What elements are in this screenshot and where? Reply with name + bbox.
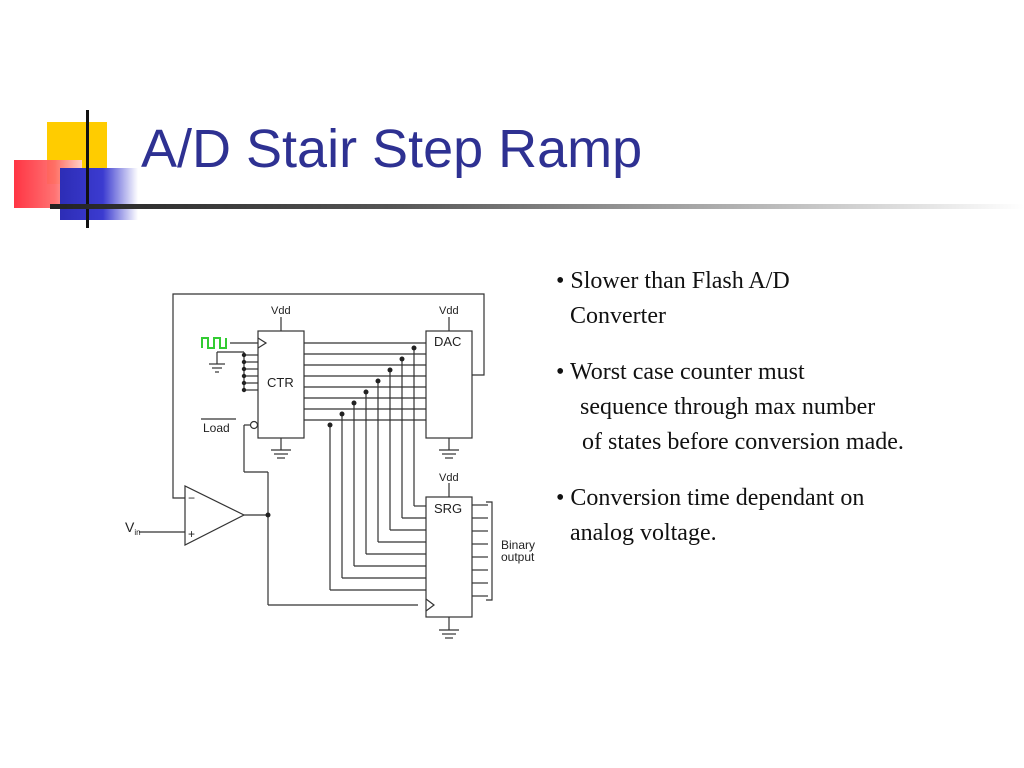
dac-block — [425, 330, 473, 439]
dac-label: DAC — [434, 334, 461, 349]
bullet-2-line-2: sequence through max number — [580, 394, 876, 420]
title-underline — [50, 204, 1024, 209]
load-label: Load — [203, 421, 230, 435]
vin-label: Vin — [125, 519, 141, 537]
comparator — [184, 485, 246, 546]
bullet-2-line-1: • Worst case counter must — [556, 359, 805, 385]
bullet-1: • Slower than Flash A/D Converter — [556, 264, 996, 334]
vdd-ctr-label: Vdd — [271, 305, 291, 317]
clock-waveform — [201, 337, 227, 349]
bullet-list: • Slower than Flash A/D Converter • Wors… — [556, 264, 996, 572]
bullet-1-line-2: Converter — [570, 303, 666, 329]
vdd-srg-label: Vdd — [439, 472, 459, 484]
bullet-3-line-2: analog voltage. — [570, 520, 717, 546]
slide-title: A/D Stair Step Ramp — [141, 119, 643, 179]
bullet-3-line-1: • Conversion time dependant on — [556, 485, 865, 511]
vin-subscript: in — [134, 528, 140, 537]
ctr-label: CTR — [267, 375, 294, 390]
vin-main: V — [125, 519, 135, 535]
bullet-3: • Conversion time dependant on analog vo… — [556, 481, 996, 551]
feedback-wire — [172, 293, 485, 499]
srg-label: SRG — [434, 501, 462, 516]
bullet-2-line-3: of states before conversion made. — [582, 429, 904, 455]
comparator-minus: − — [188, 491, 195, 505]
comparator-plus: + — [188, 527, 195, 541]
bullet-1-line-1: • Slower than Flash A/D — [556, 268, 790, 294]
decor-blue-square — [60, 168, 138, 220]
binary-output-label-1: Binary — [501, 538, 535, 552]
binary-output-label-2: output — [501, 550, 535, 564]
vdd-dac-label: Vdd — [439, 305, 459, 317]
bullet-2: • Worst case counter must sequence throu… — [556, 355, 996, 460]
binary-output-bracket — [486, 501, 493, 601]
decor-vertical-line — [86, 110, 89, 228]
